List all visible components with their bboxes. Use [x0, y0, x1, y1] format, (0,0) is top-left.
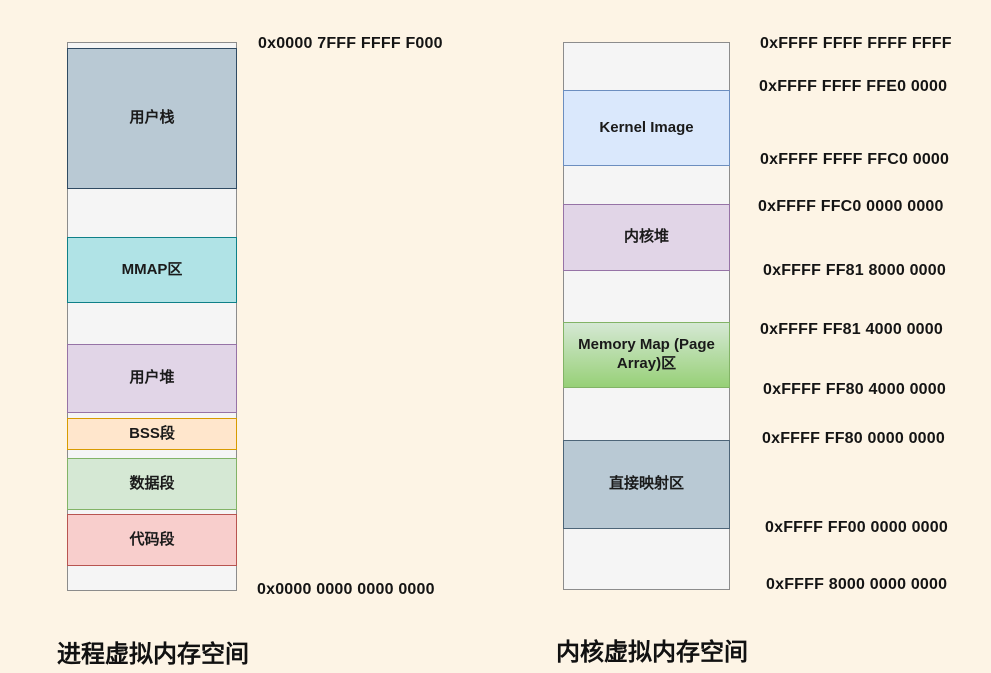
process-space-title: 进程虚拟内存空间 — [57, 641, 249, 668]
segment-mmap: MMAP区 — [67, 237, 237, 303]
segment-user-heap: 用户堆 — [67, 344, 237, 413]
kernel-space-title: 内核虚拟内存空间 — [556, 639, 748, 666]
segment-data: 数据段 — [67, 458, 237, 510]
segment-user-stack: 用户栈 — [67, 48, 237, 189]
segment-kernel-image-label: Kernel Image — [599, 118, 694, 136]
process-memory-column: 用户栈 MMAP区 用户堆 BSS段 数据段 代码段 — [67, 42, 237, 591]
address-process-bottom: 0x0000 0000 0000 0000 — [257, 581, 435, 598]
segment-bss-label: BSS段 — [129, 424, 175, 442]
segment-kernel-heap-label: 内核堆 — [623, 228, 669, 246]
address-kernel-5: 0xFFFF FF81 4000 0000 — [760, 321, 943, 338]
segment-user-heap-label: 用户堆 — [129, 369, 175, 387]
address-kernel-9: 0xFFFF 8000 0000 0000 — [766, 576, 948, 593]
address-kernel-3: 0xFFFF FFC0 0000 0000 — [758, 198, 944, 215]
address-kernel-2: 0xFFFF FFFF FFC0 0000 — [760, 151, 950, 168]
segment-user-stack-label: 用户栈 — [129, 109, 175, 127]
segment-memory-map: Memory Map (Page Array)区 — [563, 322, 730, 388]
segment-kernel-image: Kernel Image — [563, 90, 730, 166]
segment-bss: BSS段 — [67, 418, 237, 450]
kernel-memory-column: Kernel Image 内核堆 Memory Map (Page Array)… — [563, 42, 730, 590]
segment-mmap-label: MMAP区 — [121, 260, 183, 278]
address-kernel-0: 0xFFFF FFFF FFFF FFFF — [760, 35, 952, 52]
address-kernel-7: 0xFFFF FF80 0000 0000 — [762, 430, 945, 447]
address-kernel-1: 0xFFFF FFFF FFE0 0000 — [759, 78, 948, 95]
address-kernel-6: 0xFFFF FF80 4000 0000 — [763, 381, 946, 398]
segment-code: 代码段 — [67, 514, 237, 566]
segment-data-label: 数据段 — [129, 474, 175, 492]
segment-memory-map-label: Memory Map (Page Array)区 — [578, 336, 715, 372]
segment-kernel-heap: 内核堆 — [563, 204, 730, 271]
segment-direct-map: 直接映射区 — [563, 440, 730, 529]
address-kernel-8: 0xFFFF FF00 0000 0000 — [765, 519, 948, 536]
segment-direct-map-label: 直接映射区 — [608, 475, 684, 493]
address-process-top: 0x0000 7FFF FFFF F000 — [258, 35, 443, 52]
address-kernel-4: 0xFFFF FF81 8000 0000 — [763, 262, 946, 279]
segment-code-label: 代码段 — [129, 530, 175, 548]
